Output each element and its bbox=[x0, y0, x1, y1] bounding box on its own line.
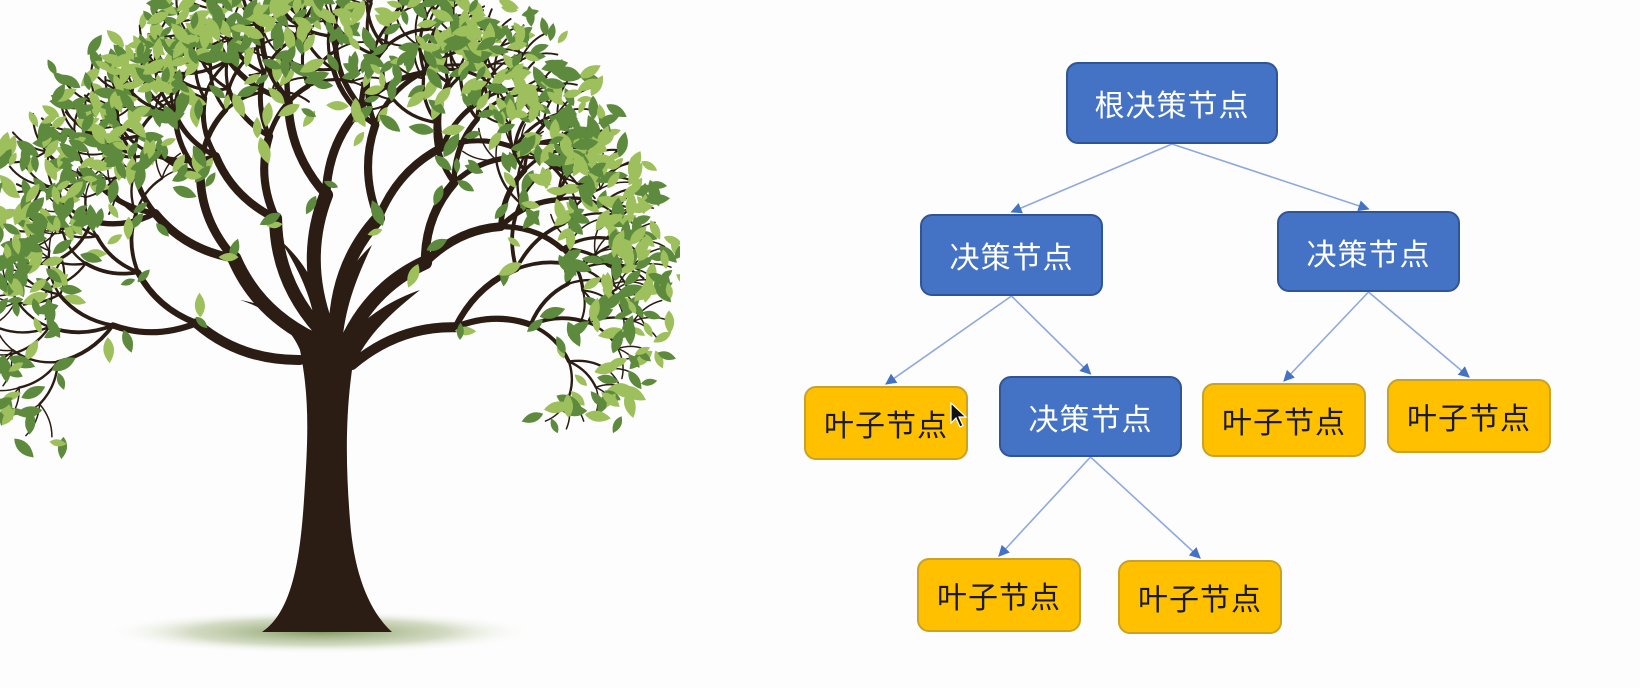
root-decision-node[interactable]: 根决策节点 bbox=[1066, 62, 1278, 144]
decision-node-middle[interactable]: 决策节点 bbox=[999, 376, 1182, 457]
decision-node-left[interactable]: 决策节点 bbox=[920, 214, 1103, 296]
mouse-cursor-icon bbox=[950, 402, 968, 428]
tree-icon bbox=[0, 0, 680, 654]
tree-trunk bbox=[240, 240, 420, 632]
edge-root-d2 bbox=[1171, 143, 1370, 212]
edge-d1-d3 bbox=[1010, 295, 1092, 375]
edge-root-d1 bbox=[1010, 143, 1173, 214]
leaf-node[interactable]: 叶子节点 bbox=[917, 558, 1081, 632]
decision-node-right[interactable]: 决策节点 bbox=[1277, 211, 1460, 292]
edge-d2-leaf2 bbox=[1283, 291, 1370, 382]
leaf-node[interactable]: 叶子节点 bbox=[1387, 379, 1551, 453]
leaf-node[interactable]: 叶子节点 bbox=[804, 386, 968, 460]
edge-d3-leaf5 bbox=[1089, 456, 1201, 559]
leaf-node[interactable]: 叶子节点 bbox=[1118, 560, 1282, 634]
edge-d3-leaf4 bbox=[998, 456, 1092, 557]
edge-d1-leaf1 bbox=[885, 295, 1012, 385]
edge-d2-leaf3 bbox=[1367, 291, 1470, 378]
leaf-node[interactable]: 叶子节点 bbox=[1202, 383, 1366, 457]
